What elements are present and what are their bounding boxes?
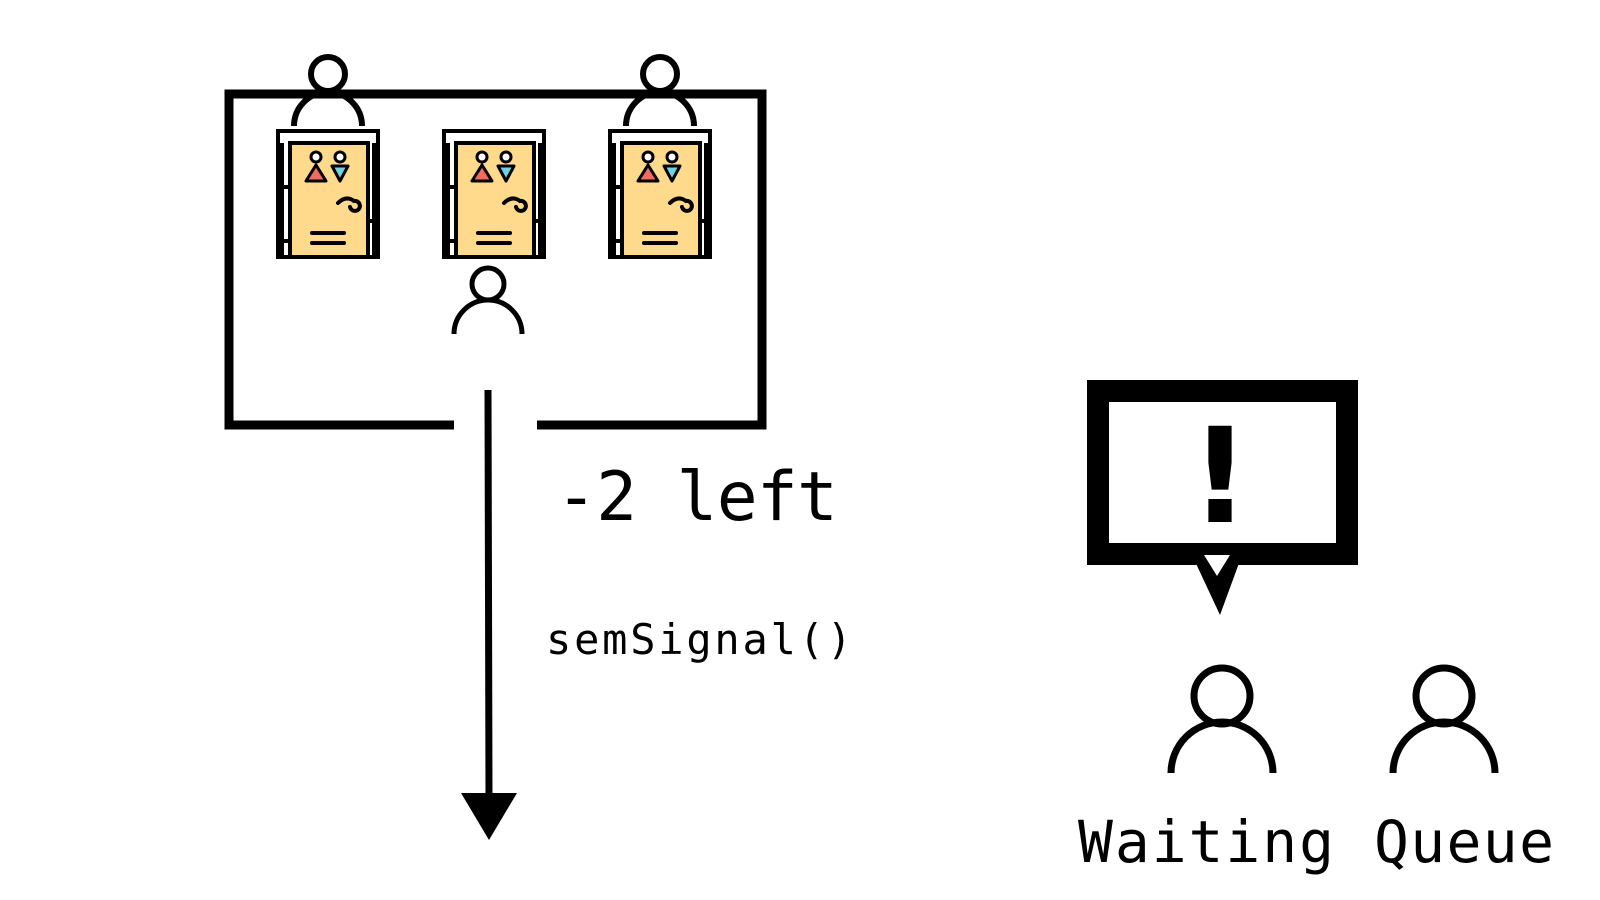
stall-door-1 bbox=[276, 129, 382, 259]
down-arrow-icon bbox=[461, 389, 517, 840]
waiting-user-icon-2 bbox=[1389, 664, 1499, 774]
stall-door-3 bbox=[608, 129, 714, 259]
waiting-queue-label-word-2: Queue bbox=[1374, 808, 1554, 876]
alert-symbol: ! bbox=[1190, 400, 1250, 554]
waiting-queue-label-word-1: Waiting bbox=[1078, 808, 1334, 876]
restroom-door-icon bbox=[276, 129, 382, 259]
semaphore-count-label: -2 left bbox=[556, 458, 838, 537]
waiting-user-icon-1 bbox=[1167, 664, 1277, 774]
stall-door-2 bbox=[442, 129, 548, 259]
restroom-door-icon bbox=[442, 129, 548, 259]
stall-1-user-icon bbox=[291, 54, 365, 127]
exiting-user-icon bbox=[451, 265, 525, 335]
restroom-room-outline bbox=[224, 89, 767, 430]
semsignal-call-label: semSignal() bbox=[546, 615, 852, 664]
restroom-door-icon bbox=[608, 129, 714, 259]
speech-bubble-alert-icon: ! bbox=[1087, 380, 1358, 615]
stall-3-user-icon bbox=[623, 54, 697, 127]
